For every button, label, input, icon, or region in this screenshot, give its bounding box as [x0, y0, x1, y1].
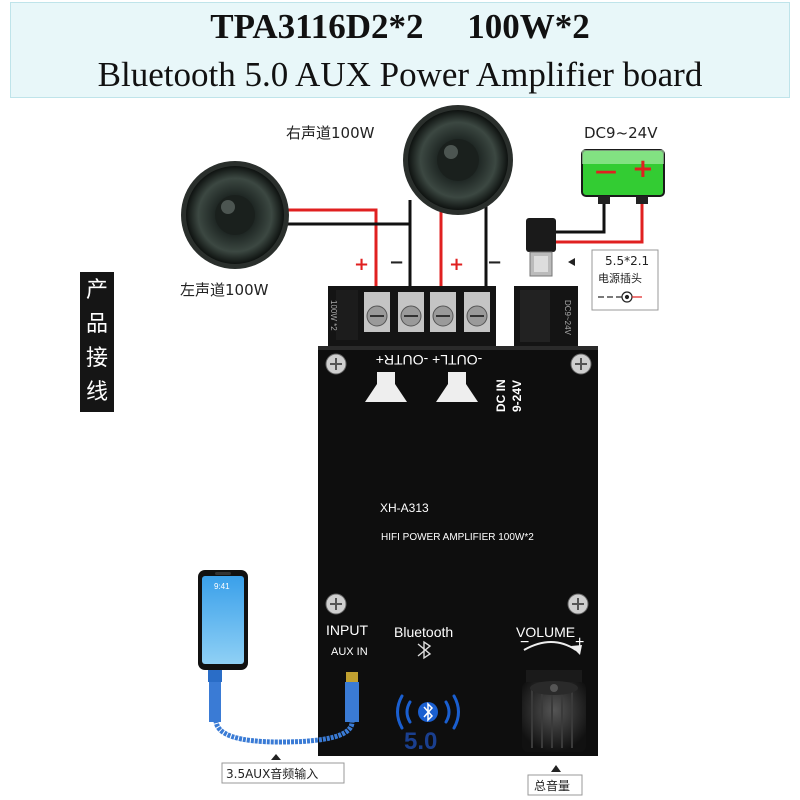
input-label: INPUT [326, 622, 368, 638]
model-label: XH-A313 [380, 501, 429, 515]
dc-in-voltage: 9-24V [510, 379, 524, 412]
power-wires [556, 204, 644, 244]
volume-label: VOLUME [516, 624, 576, 640]
dc-plug [526, 218, 556, 277]
terminal-sign: − [389, 252, 405, 273]
terminal-sign: − [487, 252, 503, 273]
header-subtitle: Bluetooth 5.0 AUX Power Amplifier board [97, 55, 703, 94]
speaker-symbol-icon [365, 372, 407, 402]
master-volume-label: 总音量 [534, 779, 571, 793]
bluetooth-label: Bluetooth [394, 624, 454, 640]
left-channel-label: 左声道100W [180, 281, 269, 299]
out-label: -OUTL+ -OUTR+ [375, 352, 483, 368]
screw-icon [325, 353, 347, 375]
aux-cable [208, 670, 359, 745]
plug-spec-label: 5.5*2.1 [605, 254, 650, 268]
plug-spec-box [591, 249, 659, 311]
pointer-arrow [568, 258, 575, 266]
tagline-label: HIFI POWER AMPLIFIER 100W*2 [381, 532, 534, 543]
volume-minus: − [520, 634, 530, 651]
left-speaker [181, 161, 289, 269]
bluetooth-badge [396, 694, 460, 730]
bluetooth-icon [417, 640, 432, 660]
screw-icon [570, 353, 592, 375]
speaker-symbol-icon [436, 372, 478, 402]
battery-plus: + [632, 154, 654, 184]
terminal-sign: + [449, 254, 465, 275]
pointer-arrow [271, 754, 281, 760]
volume-knob [522, 670, 586, 752]
dc-side-label: DC9~24V [563, 300, 572, 335]
dc-in-label: DC IN [494, 379, 508, 412]
battery-minus: — [595, 159, 617, 184]
phone-time: 9:41 [214, 582, 230, 591]
aux-in-label: AUX IN [331, 646, 368, 658]
terminal-block [328, 286, 496, 346]
right-channel-label: 右声道100W [286, 124, 375, 142]
aux-label-box [221, 762, 345, 784]
terminal-side-label: 100W *2 [329, 300, 338, 331]
volume-label-box [527, 774, 583, 796]
plug-polarity-icon [598, 291, 642, 303]
side-tag: 产 品 接 线 [80, 272, 114, 412]
plug-name-label: 电源插头 [598, 272, 642, 285]
phone-icon [198, 570, 248, 670]
side-tag-char: 产 [85, 278, 108, 303]
battery-icon [581, 149, 665, 204]
pointer-arrow [551, 765, 561, 772]
screw-icon [325, 593, 347, 615]
side-tag-char: 接 [85, 346, 108, 371]
screw-icon [567, 593, 589, 615]
bluetooth-version: 5.0 [404, 728, 438, 755]
side-tag-char: 品 [85, 312, 108, 337]
dc-voltage-label: DC9~24V [584, 124, 658, 142]
header-banner: TPA3116D2*2 100W*2 Bluetooth 5.0 AUX Pow… [10, 2, 790, 98]
dc-jack [514, 286, 578, 348]
aux-input-label: 3.5AUX音频输入 [226, 767, 319, 781]
right-speaker [403, 105, 513, 215]
header-title: TPA3116D2*2 100W*2 [210, 7, 590, 46]
terminal-sign: + [354, 254, 370, 275]
board-edge [318, 346, 598, 350]
side-tag-char: 线 [85, 380, 108, 405]
volume-plus: + [575, 634, 585, 651]
volume-arc-icon [523, 641, 582, 655]
